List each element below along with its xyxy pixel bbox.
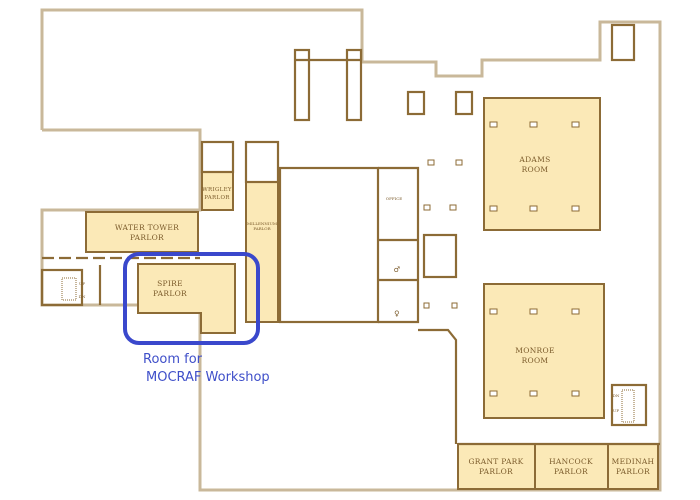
annotation-line2: MOCRAF Workshop (146, 370, 270, 385)
wrigley-parlor[interactable] (201, 171, 234, 211)
grant-park-parlor[interactable] (457, 443, 536, 490)
interior-walls (40, 23, 660, 446)
annotation-text: Room for MOCRAF Workshop (143, 351, 270, 387)
medinah-parlor[interactable] (607, 443, 659, 490)
millennium-parlor[interactable] (245, 181, 279, 323)
columns (423, 121, 580, 397)
stairs-west: UP DN (61, 277, 86, 301)
stairs-east: DN UP (613, 389, 635, 423)
svg-text:DN: DN (613, 393, 620, 398)
office-label: OFFICE (386, 196, 402, 201)
monroe-room[interactable] (483, 283, 605, 419)
svg-text:DN: DN (79, 294, 86, 299)
restroom-women-icon: ♀ (394, 309, 400, 318)
restroom-men-icon: ♂ (393, 265, 400, 274)
highlight-box (123, 252, 260, 345)
svg-text:UP: UP (79, 281, 85, 286)
adams-room[interactable] (483, 97, 601, 231)
spire-parlor[interactable] (137, 263, 236, 334)
annotation-line1: Room for (143, 352, 203, 367)
svg-text:UP: UP (613, 408, 619, 413)
water-tower-parlor[interactable] (85, 211, 199, 253)
